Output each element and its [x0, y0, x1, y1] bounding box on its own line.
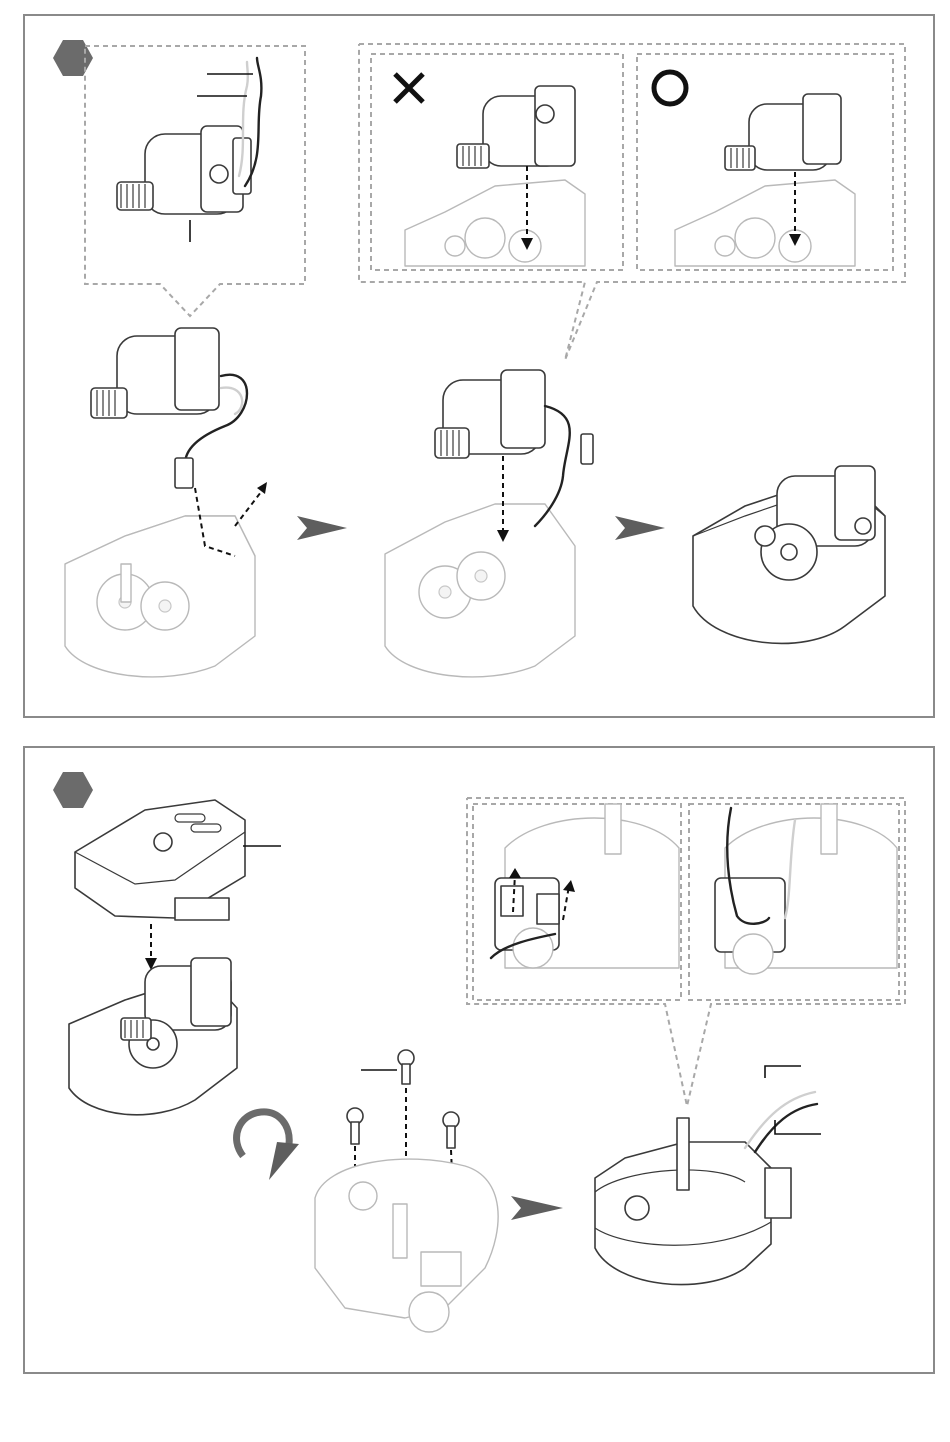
assembly-step-3 — [693, 466, 885, 643]
assembly-step-2 — [385, 370, 593, 677]
step-panel-motor-install — [23, 14, 935, 718]
gearbox-with-motor — [69, 958, 237, 1115]
callout-motor-leads — [85, 46, 305, 316]
callout-wire-routing — [467, 798, 905, 1106]
next-arrow-icon — [615, 516, 665, 540]
assembled-gearbox — [595, 1066, 821, 1285]
gearbox-underside — [315, 1159, 498, 1332]
wrong-mark-icon — [395, 74, 423, 102]
motor-install-illustration — [25, 16, 937, 720]
step-badge-hexagon — [53, 772, 93, 808]
next-arrow-icon — [297, 516, 347, 540]
rotate-icon — [237, 1112, 299, 1180]
next-arrow-icon — [511, 1196, 563, 1220]
callout-orientation-compare — [359, 44, 905, 360]
correct-mark-icon — [654, 72, 686, 104]
cover-install-illustration — [25, 748, 937, 1376]
step-panel-cover-install — [23, 746, 935, 1374]
gearbox-cover — [75, 800, 281, 920]
assembly-step-1 — [65, 328, 267, 677]
